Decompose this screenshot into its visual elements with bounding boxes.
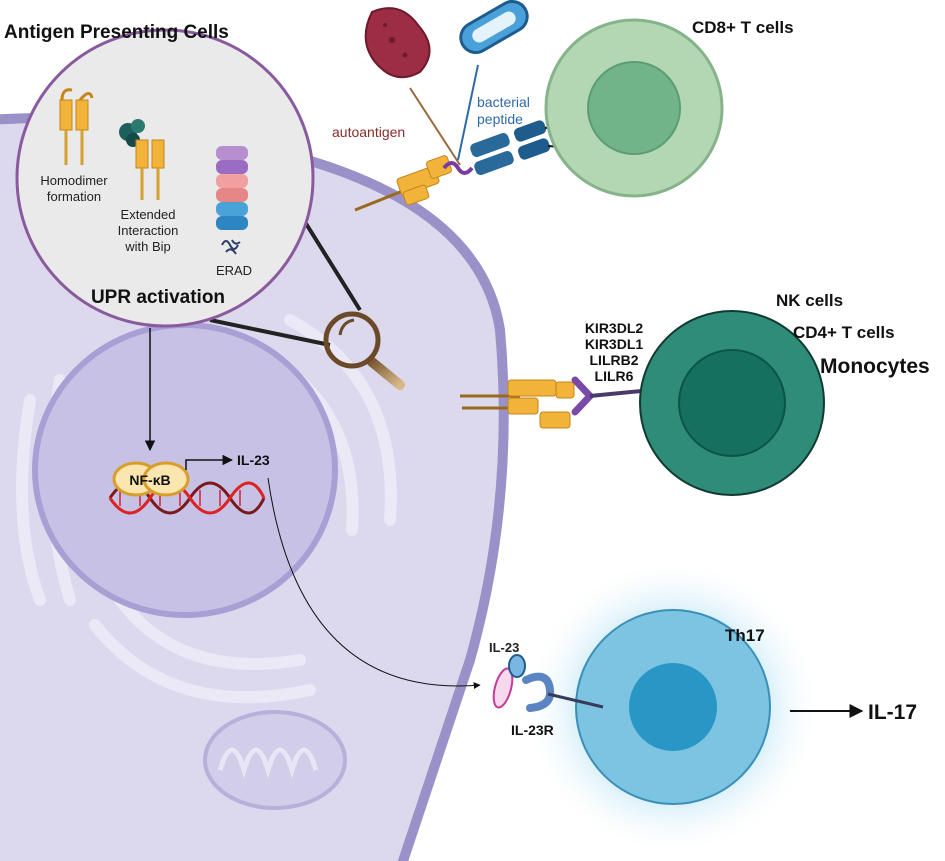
nfkb-label: NF-κB (129, 472, 170, 488)
nk-cd4-monocyte-cell (639, 310, 825, 496)
hla-molecule-middle (460, 379, 575, 429)
mitochondrion (203, 710, 347, 810)
th17-label: Th17 (725, 626, 765, 645)
homodimer-label-1: Homodimer (40, 173, 108, 188)
receptor-lilrb2: LILRB2 (590, 352, 639, 368)
il23-secretion-arrow (267, 477, 481, 690)
degraded-peptide-icon (221, 239, 241, 255)
homodimer-label-2: formation (47, 189, 101, 204)
magnifier-icon (323, 311, 405, 390)
receptor-lilr6: LILR6 (595, 368, 634, 384)
bacterium-icon (459, 0, 529, 54)
diagram-title: Antigen Presenting Cells (4, 22, 229, 43)
bip-label-3: with Bip (124, 239, 171, 254)
il17-label: IL-17 (868, 701, 917, 724)
upr-activation-label: UPR activation (91, 287, 225, 308)
nk-cells-label: NK cells (776, 291, 843, 310)
monocytes-label: Monocytes (820, 355, 930, 378)
zoom-line-bottom (209, 318, 331, 347)
il23-gene-label: IL-23 (237, 452, 270, 468)
bacterial-label-2: peptide (477, 111, 523, 127)
cd8-t-cell (544, 18, 724, 198)
bip-interaction-icon (119, 119, 165, 200)
bip-label-2: Interaction (118, 223, 179, 238)
nfkb-complex (112, 461, 190, 497)
il23-ligand-label: IL-23 (489, 640, 519, 655)
autoantigen-stem (409, 87, 461, 166)
proteasome-icon (216, 146, 248, 230)
hla-molecule-top (354, 155, 453, 212)
autoantigen-icon (364, 7, 431, 79)
cd4-label: CD4+ T cells (793, 323, 895, 342)
bip-label-1: Extended (121, 207, 176, 222)
bacterial-stem (457, 64, 479, 161)
il23-receptor-complex (492, 654, 604, 712)
bacterial-label-1: bacterial (477, 94, 530, 110)
erad-label: ERAD (216, 263, 252, 278)
peptide-icon (442, 161, 474, 175)
th17-cell (575, 609, 771, 805)
il23r-label: IL-23R (511, 722, 554, 738)
transcription-arrow (185, 454, 234, 470)
receptor-kir3dl2: KIR3DL2 (585, 320, 644, 336)
tcr-complex (470, 120, 576, 176)
zoom-inset (15, 28, 315, 328)
cd8-label: CD8+ T cells (692, 18, 794, 37)
autoantigen-label: autoantigen (332, 124, 405, 140)
homodimer-icon (59, 88, 94, 165)
receptor-kir3dl1: KIR3DL1 (585, 336, 644, 352)
